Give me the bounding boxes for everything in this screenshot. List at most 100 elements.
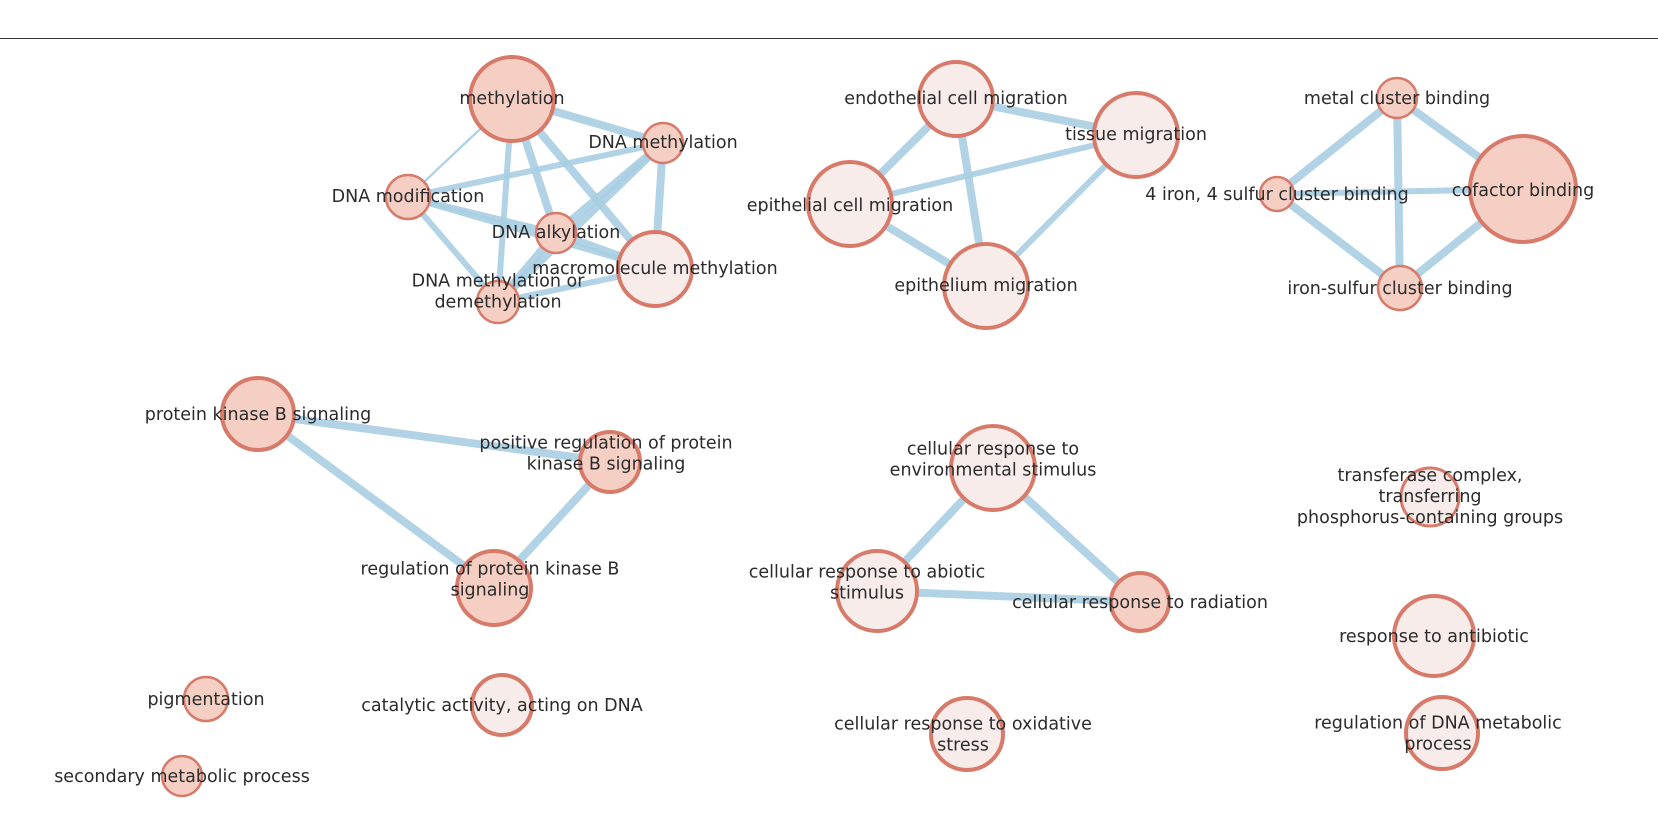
label-epithelium-migration: epithelium migration	[894, 276, 1077, 296]
label-line: regulation of DNA metabolic	[1314, 714, 1562, 734]
edge-iron-sulfur-4-4--iron-sulfur-cluster-binding	[1273, 190, 1404, 292]
label-line: signaling	[451, 581, 530, 601]
edge-protein-kinase-b-signaling--positive-regulation-pkb	[254, 410, 614, 466]
label-line: cellular response to radiation	[1012, 593, 1268, 613]
label-macromolecule-methylation: macromolecule methylation	[532, 259, 777, 279]
label-tissue-migration: tissue migration	[1065, 125, 1207, 145]
label-line: cellular response to oxidative	[834, 715, 1092, 735]
label-dna-modification: DNA modification	[332, 187, 485, 207]
node-positive-regulation-pkb[interactable]	[578, 430, 642, 494]
node-epithelium-migration[interactable]	[942, 242, 1030, 330]
label-secondary-metabolic-process: secondary metabolic process	[54, 767, 310, 787]
edge-protein-kinase-b-signaling--regulation-pkb	[254, 410, 498, 592]
node-cellular-response-oxidative[interactable]	[929, 696, 1005, 772]
node-metal-cluster-binding[interactable]	[1375, 76, 1419, 120]
label-line: protein kinase B signaling	[145, 405, 371, 425]
label-line: endothelial cell migration	[844, 89, 1067, 109]
node-iron-sulfur-4-4[interactable]	[1258, 175, 1296, 213]
label-line: iron-sulfur cluster binding	[1287, 279, 1512, 299]
label-line: epithelium migration	[894, 276, 1077, 296]
node-transferase-complex[interactable]	[1399, 466, 1461, 528]
label-line: metal cluster binding	[1304, 89, 1490, 109]
label-line: cofactor binding	[1452, 181, 1594, 201]
edge-metal-cluster-binding--iron-sulfur-4-4	[1273, 94, 1401, 198]
label-line: catalytic activity, acting on DNA	[361, 696, 642, 716]
label-line: DNA methylation or	[412, 272, 586, 292]
label-line: tissue migration	[1065, 125, 1207, 145]
label-line: macromolecule methylation	[532, 259, 777, 279]
node-dna-alkylation[interactable]	[534, 211, 578, 255]
node-layer	[160, 55, 1578, 798]
label-catalytic-activity-dna: catalytic activity, acting on DNA	[361, 696, 642, 716]
label-dna-methylation: DNA methylation	[588, 133, 737, 153]
label-line: cellular response to	[907, 440, 1079, 460]
node-response-to-antibiotic[interactable]	[1392, 594, 1476, 678]
node-pigmentation[interactable]	[182, 675, 230, 723]
node-macromolecule-methylation[interactable]	[616, 230, 694, 308]
label-line: pigmentation	[147, 690, 264, 710]
label-line: kinase B signaling	[527, 455, 686, 475]
edge-cellular-response-abiotic--cellular-response-radiation	[873, 587, 1144, 606]
label-line: positive regulation of protein	[479, 434, 732, 454]
node-epithelial-cell-migration[interactable]	[806, 160, 894, 248]
top-divider	[0, 38, 1658, 39]
node-cellular-response-environmental[interactable]	[949, 424, 1037, 512]
node-endothelial-cell-migration[interactable]	[917, 60, 995, 138]
node-protein-kinase-b-signaling[interactable]	[220, 376, 296, 452]
label-line: stress	[937, 736, 989, 756]
node-catalytic-activity-dna[interactable]	[470, 673, 534, 737]
label-line: response to antibiotic	[1339, 627, 1529, 647]
label-dna-alkylation: DNA alkylation	[492, 223, 621, 243]
label-line: DNA alkylation	[492, 223, 621, 243]
label-line: demethylation	[434, 293, 561, 313]
node-cellular-response-radiation[interactable]	[1109, 571, 1171, 633]
node-dna-methylation[interactable]	[641, 121, 685, 165]
label-endothelial-cell-migration: endothelial cell migration	[844, 89, 1067, 109]
node-cofactor-binding[interactable]	[1468, 134, 1578, 244]
node-dna-methylation-or-demethylation[interactable]	[475, 279, 521, 325]
label-metal-cluster-binding: metal cluster binding	[1304, 89, 1490, 109]
label-line: transferase complex,	[1337, 466, 1522, 486]
label-epithelial-cell-migration: epithelial cell migration	[747, 196, 953, 216]
node-tissue-migration[interactable]	[1092, 91, 1180, 179]
label-line: process	[1404, 735, 1471, 755]
node-regulation-pkb[interactable]	[455, 549, 533, 627]
label-line: stimulus	[830, 584, 904, 604]
label-line: DNA methylation	[588, 133, 737, 153]
label-line: environmental stimulus	[890, 461, 1097, 481]
label-line: DNA modification	[332, 187, 485, 207]
label-line: regulation of protein kinase B	[361, 560, 620, 580]
label-line: 4 iron, 4 sulfur cluster binding	[1145, 185, 1408, 205]
node-secondary-metabolic-process[interactable]	[160, 754, 204, 798]
label-line: phosphorus-containing groups	[1297, 508, 1563, 528]
label-line: methylation	[459, 89, 564, 109]
label-methylation: methylation	[459, 89, 564, 109]
node-methylation[interactable]	[468, 55, 556, 143]
label-iron-sulfur-4-4: 4 iron, 4 sulfur cluster binding	[1145, 185, 1408, 205]
label-line: epithelial cell migration	[747, 196, 953, 216]
label-response-to-antibiotic: response to antibiotic	[1339, 627, 1529, 647]
node-dna-modification[interactable]	[384, 173, 432, 221]
node-regulation-dna-metabolic[interactable]	[1404, 695, 1480, 771]
node-cellular-response-abiotic[interactable]	[835, 549, 919, 633]
edge-tissue-migration--epithelial-cell-migration	[847, 132, 1139, 207]
label-cellular-response-radiation: cellular response to radiation	[1012, 593, 1268, 613]
node-iron-sulfur-cluster-binding[interactable]	[1376, 264, 1424, 312]
label-protein-kinase-b-signaling: protein kinase B signaling	[145, 405, 371, 425]
label-iron-sulfur-cluster-binding: iron-sulfur cluster binding	[1287, 279, 1512, 299]
label-line: cellular response to abiotic	[749, 563, 985, 583]
label-pigmentation: pigmentation	[147, 690, 264, 710]
label-line: secondary metabolic process	[54, 767, 310, 787]
label-cofactor-binding: cofactor binding	[1452, 181, 1594, 201]
label-line: transferring	[1378, 487, 1481, 507]
